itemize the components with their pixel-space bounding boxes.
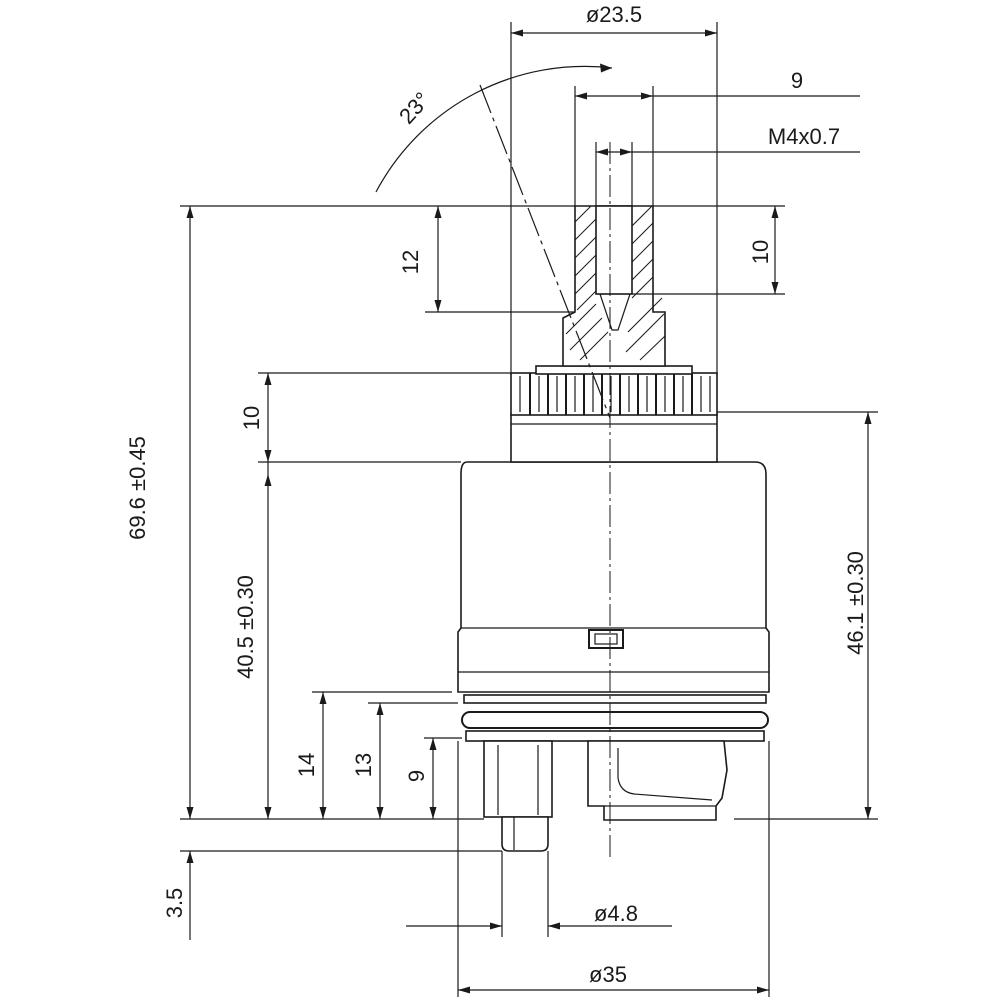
arrowheads	[186, 29, 872, 994]
dim-right-height: 46.1 ±0.30	[843, 551, 868, 655]
dim-pin-diameter: ø4.8	[594, 901, 638, 926]
right-foot	[587, 740, 728, 821]
dim-spline-width: 9	[791, 68, 803, 93]
thread-bore	[595, 205, 633, 295]
knurled-ring	[510, 365, 718, 416]
dim-thread-depth: 10	[748, 240, 773, 264]
stem	[562, 205, 666, 367]
o-ring	[461, 711, 769, 729]
dim-stem-height: 12	[398, 250, 423, 274]
index-mark	[588, 629, 624, 649]
dim-pin-length: 3.5	[162, 888, 187, 919]
cartridge-body	[457, 461, 770, 693]
dim-knurl-height: 10	[239, 406, 264, 430]
dim-top-diameter: ø23.5	[586, 2, 642, 27]
dim-angle: 23°	[394, 87, 435, 128]
left-foot	[483, 740, 553, 852]
dim-body-diameter: ø35	[589, 962, 627, 987]
locating-pin	[501, 816, 549, 852]
dim-14: 14	[294, 753, 319, 777]
dim-overall-height: 69.6 ±0.45	[125, 436, 150, 540]
dimension-labels: ø23.5 23° 9 M4x0.7 12 10 10 69.6 ±0.45 4…	[125, 2, 868, 987]
dim-9: 9	[404, 770, 429, 782]
dim-body-height: 40.5 ±0.30	[233, 575, 258, 679]
dim-13: 13	[351, 753, 376, 777]
collar	[510, 413, 718, 463]
dimension-lines	[189, 32, 869, 991]
extension-lines	[180, 22, 878, 997]
cartridge-part	[457, 142, 770, 860]
base-flange	[463, 694, 767, 704]
dim-thread: M4x0.7	[768, 124, 840, 149]
